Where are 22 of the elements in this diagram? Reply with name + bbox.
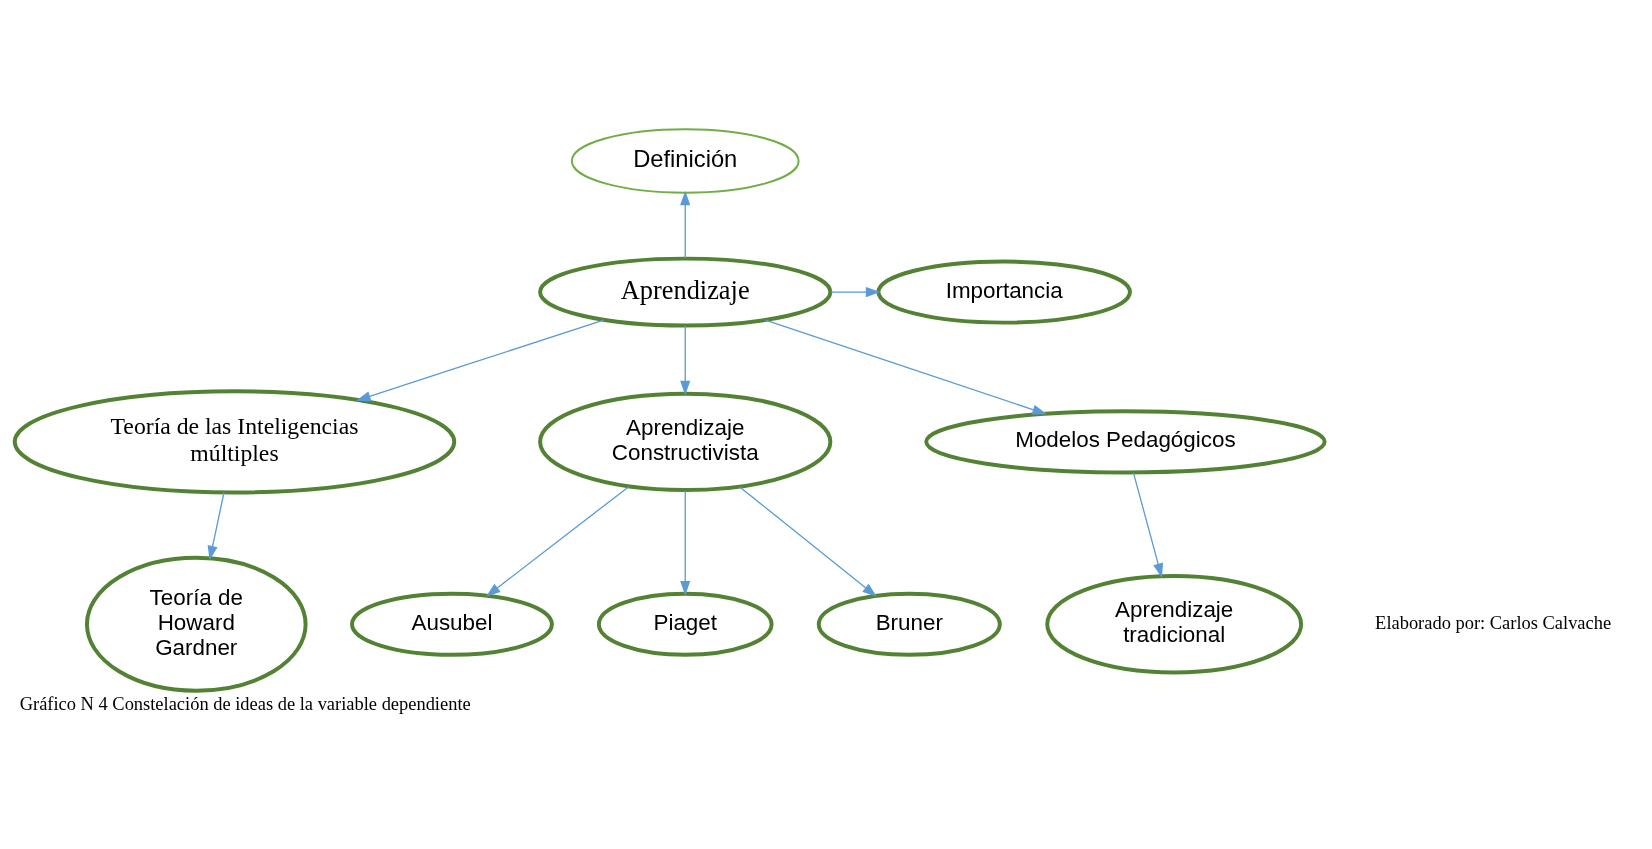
node-ellipse: Ausubel xyxy=(350,591,554,657)
arrow xyxy=(680,190,691,259)
node-ellipse: Bruner xyxy=(816,591,1002,657)
arrow xyxy=(680,489,691,595)
arrow xyxy=(830,286,881,297)
arrow xyxy=(680,324,691,395)
node-ellipse: Definición xyxy=(570,127,800,194)
arrow xyxy=(764,319,1047,414)
arrow xyxy=(486,485,630,597)
arrow xyxy=(356,318,605,401)
label: Elaborado por: Carlos Calvache xyxy=(1375,612,1612,633)
node-ellipse: Aprendizaje tradicional xyxy=(1045,573,1304,674)
node-ellipse: Piaget xyxy=(596,591,774,657)
node-ellipse: Modelos Pedagógicos xyxy=(924,408,1327,474)
node-ellipse: Teoría de Howard Gardner xyxy=(84,555,308,693)
arrow xyxy=(207,491,225,560)
node-ellipse: Aprendizaje xyxy=(538,256,833,328)
node-ellipse: Aprendizaje Constructivista xyxy=(538,391,833,492)
arrow xyxy=(739,486,877,597)
arrow xyxy=(1132,471,1164,578)
node-ellipse: Importancia xyxy=(876,259,1132,325)
caption: Gráfico N 4 Constelación de ideas de la variable dependiente xyxy=(19,693,471,714)
